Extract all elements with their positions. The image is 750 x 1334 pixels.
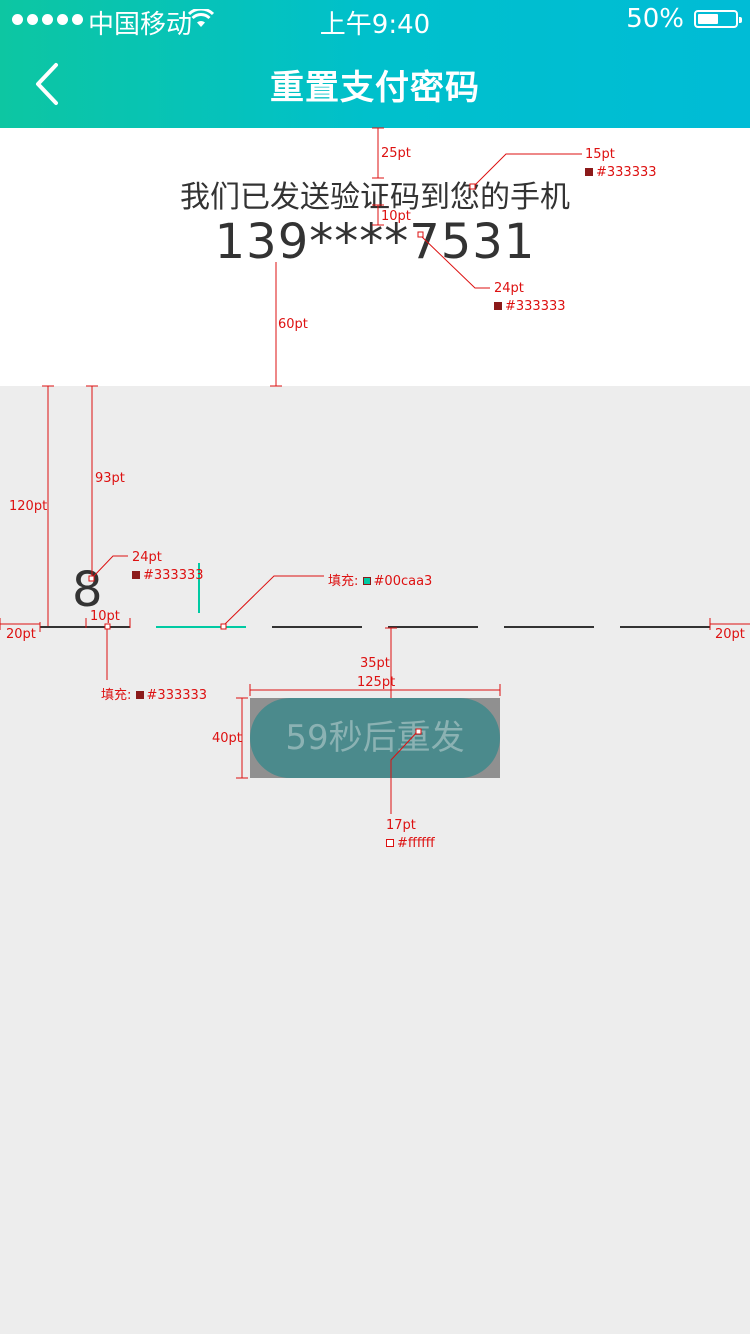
carrier-name: 中国移动 [88,10,193,40]
code-slot-5[interactable] [504,626,594,628]
spec-label: 93pt [95,471,125,486]
spec-label: 60pt [278,317,308,332]
spec-label: 24pt [494,281,524,296]
code-slot-3[interactable] [272,626,362,628]
code-slot-1[interactable] [40,626,130,628]
resend-area: 59秒后重发 [250,698,500,778]
color-swatch-icon [386,839,394,847]
color-swatch-icon [362,577,371,585]
masked-phone-number: 139****7531 [214,214,536,270]
spec-label: 17pt [386,818,416,833]
spec-label: 25pt [381,146,411,161]
spec-label: 24pt [132,550,162,565]
spec-fill-color: 填充: #333333 [101,688,208,703]
resend-button[interactable]: 59秒后重发 [250,698,500,778]
status-time: 上午9:40 [319,10,431,40]
spec-label: 10pt [381,209,411,224]
code-slot-6[interactable] [620,626,710,628]
spec-label: 15pt [585,147,615,162]
status-bar: 中国移动 上午9:40 50% [0,0,750,40]
spec-color: #333333 [494,299,566,314]
spec-label: 20pt [715,627,745,642]
color-swatch-icon [585,168,593,176]
spec-fill-color: 填充: #00caa3 [328,574,433,589]
spec-label: 35pt [360,656,390,671]
nav-bar: 重置支付密码 [0,40,750,128]
spec-label: 10pt [90,609,120,624]
page-title: 重置支付密码 [270,68,480,108]
input-cursor [198,563,200,613]
spec-label: 20pt [6,627,36,642]
verification-info: 我们已发送验证码到您的手机 139****7531 [0,128,750,386]
spec-color: #333333 [132,568,204,583]
battery-icon [694,10,742,28]
battery-percentage: 50% [626,4,684,34]
spec-label: 125pt [357,675,396,690]
chevron-left-icon[interactable] [30,62,70,106]
spec-color: #ffffff [386,836,435,851]
color-swatch-icon [132,571,140,579]
code-slot-2[interactable] [156,626,246,628]
spec-label: 40pt [212,731,242,746]
wifi-icon [188,9,214,27]
signal-strength-icon [12,14,83,25]
spec-color: #333333 [585,165,657,180]
color-swatch-icon [494,302,502,310]
spec-label: 120pt [9,499,48,514]
code-slot-4[interactable] [388,626,478,628]
color-swatch-icon [135,691,144,699]
header: 中国移动 上午9:40 50% 重置支付密码 [0,0,750,128]
